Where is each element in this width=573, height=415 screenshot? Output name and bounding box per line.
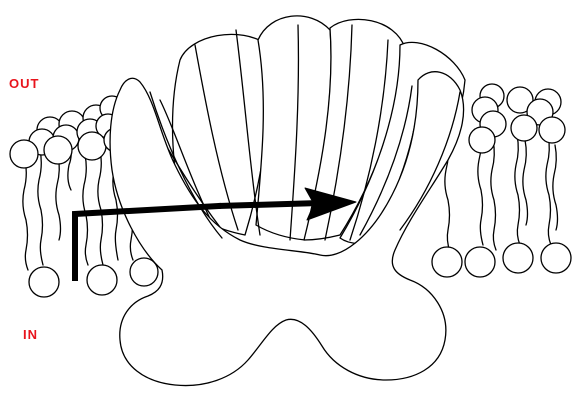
lipid-heads-lower-left <box>29 258 158 297</box>
label-in: IN <box>23 327 38 342</box>
lipid-heads-lower-right <box>432 243 571 277</box>
label-out: OUT <box>9 76 39 91</box>
lipid-tails-right <box>445 130 558 252</box>
lipid-heads-upper-right <box>469 84 565 153</box>
